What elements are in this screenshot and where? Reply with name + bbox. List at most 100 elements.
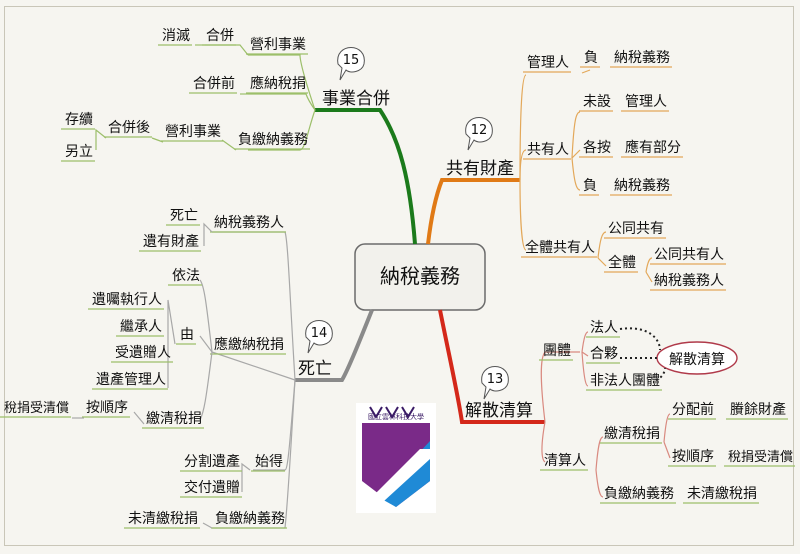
connector-line (519, 74, 527, 181)
merge-extinct: 消滅 (162, 28, 190, 44)
connector-line (645, 257, 653, 273)
death-estate: 遺有財產 (143, 233, 199, 250)
co-tax-duty2: 納稅義務 (614, 177, 670, 194)
connector-line (211, 351, 296, 381)
connector-line (645, 271, 653, 283)
connector-line (519, 149, 527, 181)
co-tax-duty: 納稅義務 (614, 49, 670, 66)
branch-dissolve-title: 解散清算 (465, 401, 533, 421)
branch-dissolve-bubble (481, 366, 509, 400)
connector-line (571, 111, 581, 159)
dis-nonjuristic: 非法人團體 (590, 373, 660, 389)
connector-line (581, 351, 589, 357)
connector-line (221, 139, 237, 151)
center-topic: 納稅義務 (380, 264, 460, 288)
death-pay-duty: 負繳納義務 (215, 510, 285, 527)
death-payable-tax: 應繳納稅捐 (214, 336, 284, 353)
co-manager: 管理人 (527, 55, 569, 71)
connector-line (663, 441, 671, 459)
dis-pay-off: 繳清稅捐 (604, 426, 660, 442)
merge-merge: 合併 (206, 28, 234, 44)
death-administrator: 遺產管理人 (96, 371, 166, 388)
branch-merge-bubble (337, 47, 365, 81)
connector-line (248, 54, 316, 111)
branch-merge-line (315, 108, 417, 245)
death-deliver-legacy: 交付遺贈 (184, 479, 240, 496)
death-died: 死亡 (170, 208, 198, 224)
dis-group: 團體 (543, 343, 571, 359)
connector-line (597, 231, 607, 259)
connector-line (597, 257, 607, 267)
co-all-owners: 全體共有人 (525, 239, 595, 256)
connector-line (203, 222, 213, 246)
merge-duty: 負繳納義務 (238, 131, 308, 148)
death-only-then: 始得 (255, 453, 283, 470)
co-bear: 負 (584, 50, 598, 66)
logo-text: 國立雲林科技大學 (368, 412, 424, 421)
co-joint: 公同共有 (608, 221, 664, 237)
death-executor: 遺囑執行人 (92, 292, 162, 308)
connector-line (581, 351, 589, 387)
connector-line (581, 331, 589, 353)
branch-coown-bubble (465, 117, 493, 151)
co-share: 應有部分 (625, 139, 681, 156)
connector-line (167, 299, 176, 388)
logo: 國立雲林科技大學 (356, 403, 436, 513)
branch-dissolve-number: 13 (487, 372, 504, 387)
dis-before-dist: 分配前 (672, 401, 714, 418)
co-taxpayer: 納稅義務人 (654, 272, 724, 289)
connector-line (133, 411, 145, 425)
connector-line (519, 179, 527, 251)
connector-line (253, 379, 296, 471)
branch-merge-title: 事業合併 (322, 89, 390, 109)
connector-line (151, 137, 164, 143)
death-heir: 繼承人 (120, 319, 162, 335)
dis-corp: 法人 (590, 320, 618, 336)
death-pay-off: 繳清稅捐 (146, 411, 202, 427)
co-bear2: 負 (583, 178, 597, 194)
death-legatee: 受遺贈人 (115, 345, 171, 361)
dis-in-order: 按順序 (672, 449, 714, 465)
connector-line (241, 462, 251, 492)
death-in-order: 按順序 (86, 400, 128, 416)
death-by: 由 (180, 327, 194, 343)
dis-pay-duty: 負繳納義務 (604, 485, 674, 502)
merge-after: 合併後 (108, 120, 150, 136)
connector-line (202, 522, 213, 529)
connector-line (199, 335, 213, 353)
dis-tax-repaid: 稅捐受清償 (728, 450, 793, 465)
branch-coown-title: 共有財產 (446, 159, 514, 179)
merge-survive: 存續 (65, 112, 93, 128)
branch-coown-number: 12 (471, 123, 488, 138)
connector-line (212, 231, 296, 381)
dis-liquidator: 清算人 (544, 453, 586, 469)
co-not-set: 未設 (583, 94, 611, 110)
branch-death-bubble (305, 320, 333, 354)
co-joint-owner: 公同共有人 (654, 247, 724, 263)
merge-profit: 營利事業 (250, 37, 306, 53)
connector-line (663, 413, 671, 443)
co-all: 全體 (608, 254, 636, 271)
death-unpaid-tax: 未清繳稅捐 (128, 511, 198, 527)
connector-line (248, 93, 316, 111)
connector-line (95, 128, 107, 150)
death-tax-repaid: 稅捐受清償 (4, 401, 69, 416)
connector-line (248, 109, 316, 151)
dis-residual: 賸餘財產 (730, 401, 786, 418)
merge-new: 另立 (65, 144, 93, 160)
co-manager2: 管理人 (625, 94, 667, 110)
center-topic-box (354, 243, 486, 311)
merge-before: 合併前 (193, 75, 235, 92)
connector-line (595, 436, 604, 471)
connector-line (205, 44, 249, 56)
co-owner: 共有人 (527, 142, 569, 158)
branch-death-number: 14 (311, 326, 328, 341)
connector-line (541, 421, 546, 463)
slide-frame (4, 6, 794, 546)
connector-line (571, 157, 581, 191)
connector-line (540, 351, 580, 423)
dis-dot-link (655, 367, 666, 381)
connector-line (581, 69, 591, 74)
connector-line (199, 351, 213, 421)
